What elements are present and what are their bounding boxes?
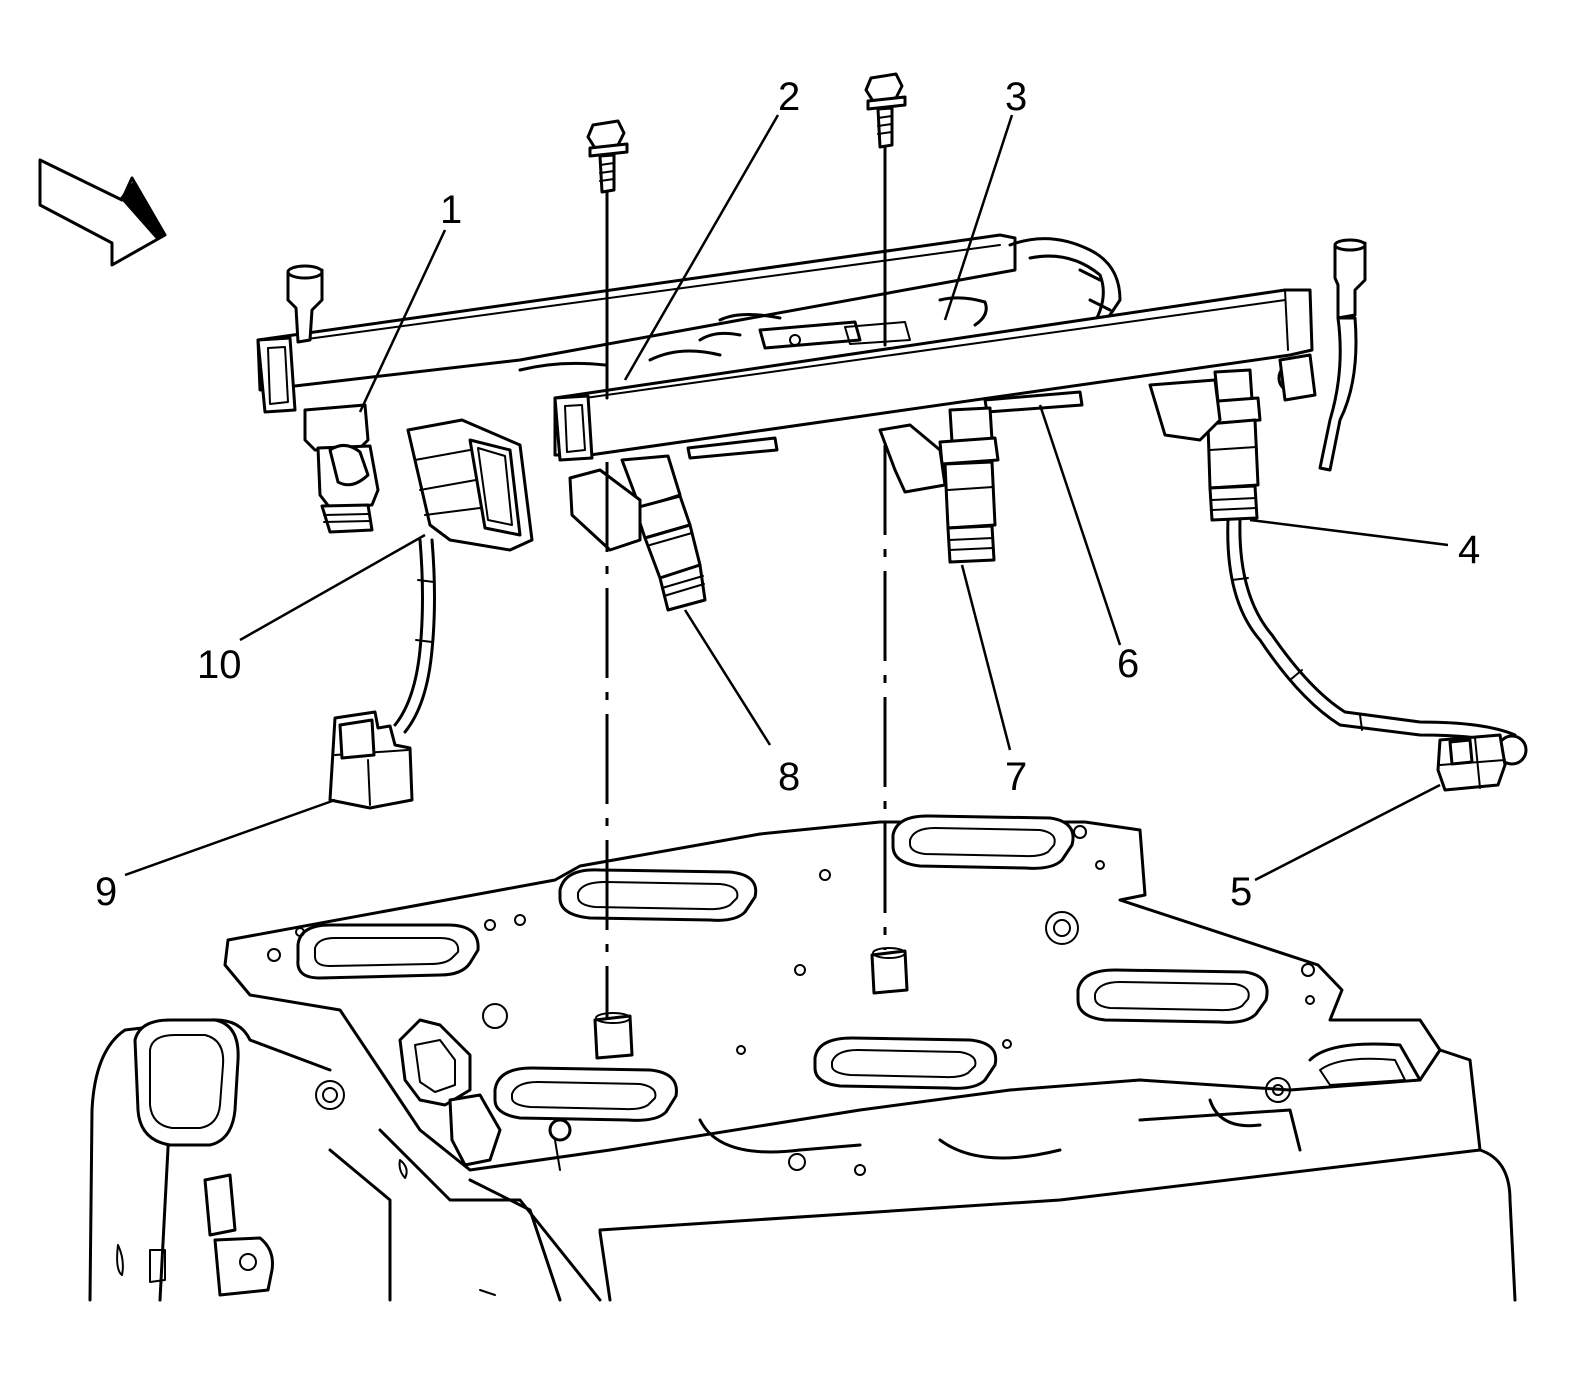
fuel-rail-bolt-right bbox=[864, 72, 907, 347]
harness-clip bbox=[568, 468, 642, 552]
callout-10: 10 bbox=[197, 643, 242, 687]
manifold-bracket bbox=[398, 1018, 572, 1171]
intake-manifold bbox=[223, 814, 1442, 1176]
view-direction-arrow-icon bbox=[38, 158, 167, 267]
harness-branch-9 bbox=[328, 538, 436, 810]
fuel-injector-8 bbox=[620, 454, 707, 612]
harness-branch-5 bbox=[1226, 518, 1528, 792]
leader-lines bbox=[124, 114, 1449, 882]
engine-block bbox=[88, 1018, 1517, 1302]
fuel-rail-bolt-left bbox=[586, 119, 629, 400]
fuel-injector-7 bbox=[878, 406, 1000, 564]
harness-connector-10 bbox=[406, 418, 534, 552]
callout-7: 7 bbox=[1005, 755, 1027, 799]
callout-6: 6 bbox=[1117, 642, 1139, 686]
callout-9: 9 bbox=[95, 870, 117, 914]
fuel-rail-left bbox=[256, 233, 1017, 534]
callout-8: 8 bbox=[778, 755, 800, 799]
callout-1: 1 bbox=[440, 188, 462, 232]
fuel-rail-right bbox=[553, 238, 1367, 472]
callout-2: 2 bbox=[778, 75, 800, 119]
fuel-injector-4 bbox=[1148, 368, 1262, 522]
bolt-centerlines bbox=[593, 445, 909, 1060]
callout-3: 3 bbox=[1005, 75, 1027, 119]
callout-5: 5 bbox=[1230, 870, 1252, 914]
callout-4: 4 bbox=[1458, 528, 1480, 572]
